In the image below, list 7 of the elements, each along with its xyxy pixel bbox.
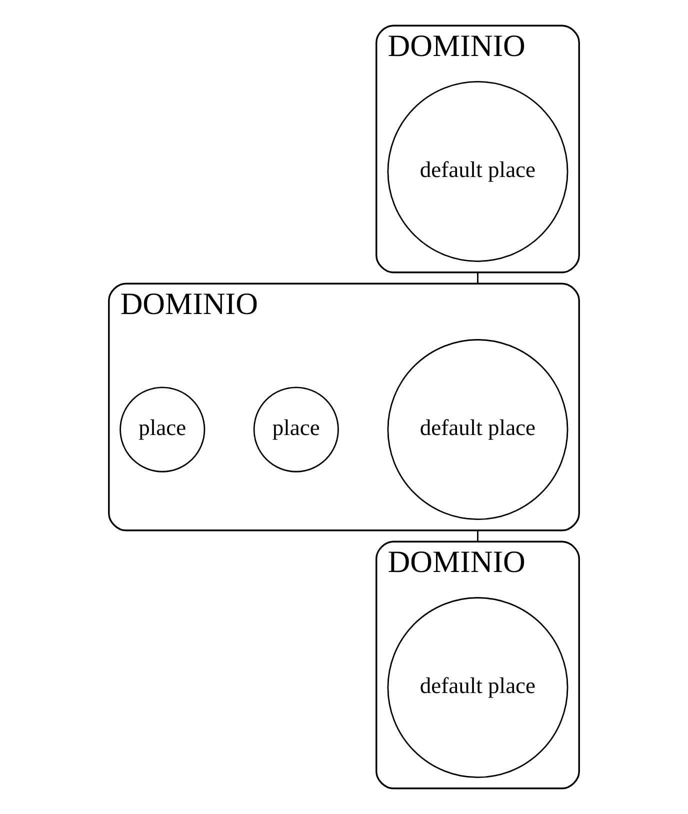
node-circle: default place: [387, 597, 568, 778]
node-circle: default place: [387, 81, 568, 262]
node-circle: place: [253, 386, 339, 472]
connector: [477, 530, 478, 542]
connector: [477, 272, 478, 284]
node-circle: default place: [387, 339, 568, 520]
node-circle: place: [120, 386, 206, 472]
